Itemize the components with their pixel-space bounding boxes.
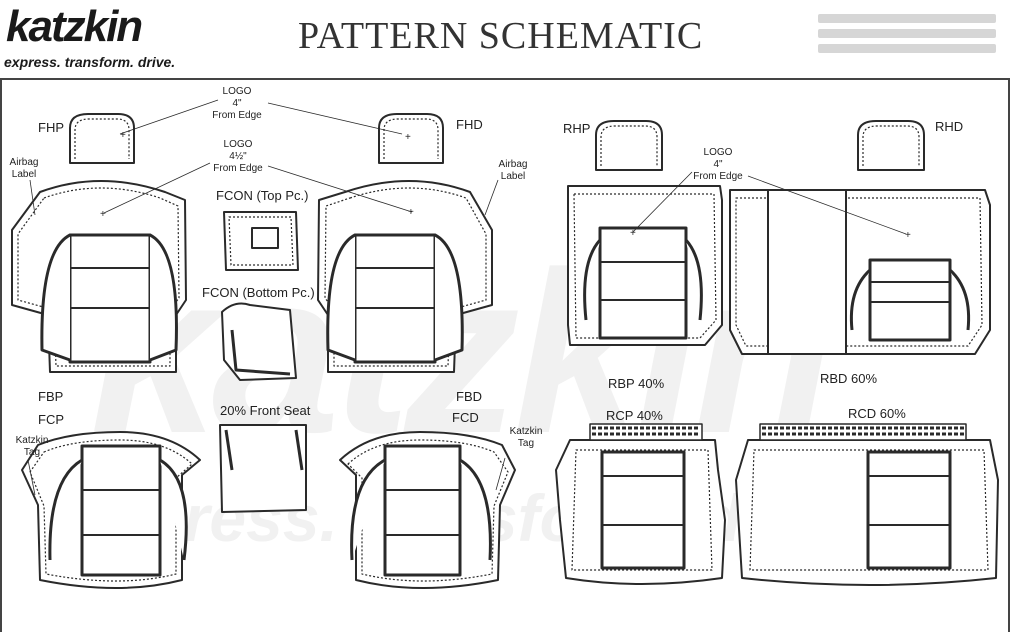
front-back-passenger: + [11,180,187,373]
svg-text:+: + [905,230,911,241]
svg-text:+: + [405,132,411,143]
front-headrest-driver: + [378,113,444,164]
front-seat-20-piece [219,424,307,513]
rear-back-driver-60: + [729,189,991,355]
svg-text:+: + [630,228,636,239]
rear-cushion-driver-60 [735,423,999,586]
label-rbd: RBD 60% [820,371,878,386]
label-fbd: FBD [456,389,482,404]
label-rcp: RCP 40% [606,408,663,423]
brand-tagline: express. transform. drive. [4,54,176,70]
rear-cushion-passenger-40 [555,423,726,585]
fcon-top-piece [223,211,299,271]
label-front-seat-20: 20% Front Seat [220,403,311,418]
faded-info-block [808,8,1006,64]
label-rbp: RBP 40% [608,376,665,391]
label-fhd: FHD [456,117,483,132]
label-fcp: FCP [38,412,64,427]
svg-text:+: + [120,130,126,141]
header: katzkin express. transform. drive. PATTE… [0,0,1011,78]
rear-headrest-driver [857,120,925,171]
front-back-driver: + [317,180,493,373]
rear-back-passenger-40: + [567,185,723,346]
front-headrest-passenger: + [69,113,135,164]
page-title: PATTERN SCHEMATIC [298,15,704,57]
fcon-bottom-piece [221,302,297,381]
label-rhd: RHD [935,119,964,134]
label-fbp: FBP [38,389,64,404]
rear-headrest-passenger [595,120,663,171]
label-fcd: FCD [452,410,479,425]
label-rcd: RCD 60% [848,406,906,421]
svg-text:+: + [408,207,414,218]
front-cushion-driver [339,431,516,589]
brand-logo: katzkin [6,2,143,51]
svg-text:+: + [100,209,106,220]
label-fhp: FHP [38,120,64,135]
front-cushion-passenger [21,431,201,589]
label-fcon-bottom: FCON (Bottom Pc.) [202,285,315,300]
diagram-frame [0,78,1010,632]
label-rhp: RHP [563,121,591,136]
leader-lines [27,99,907,496]
label-fcon-top: FCON (Top Pc.) [216,188,309,203]
